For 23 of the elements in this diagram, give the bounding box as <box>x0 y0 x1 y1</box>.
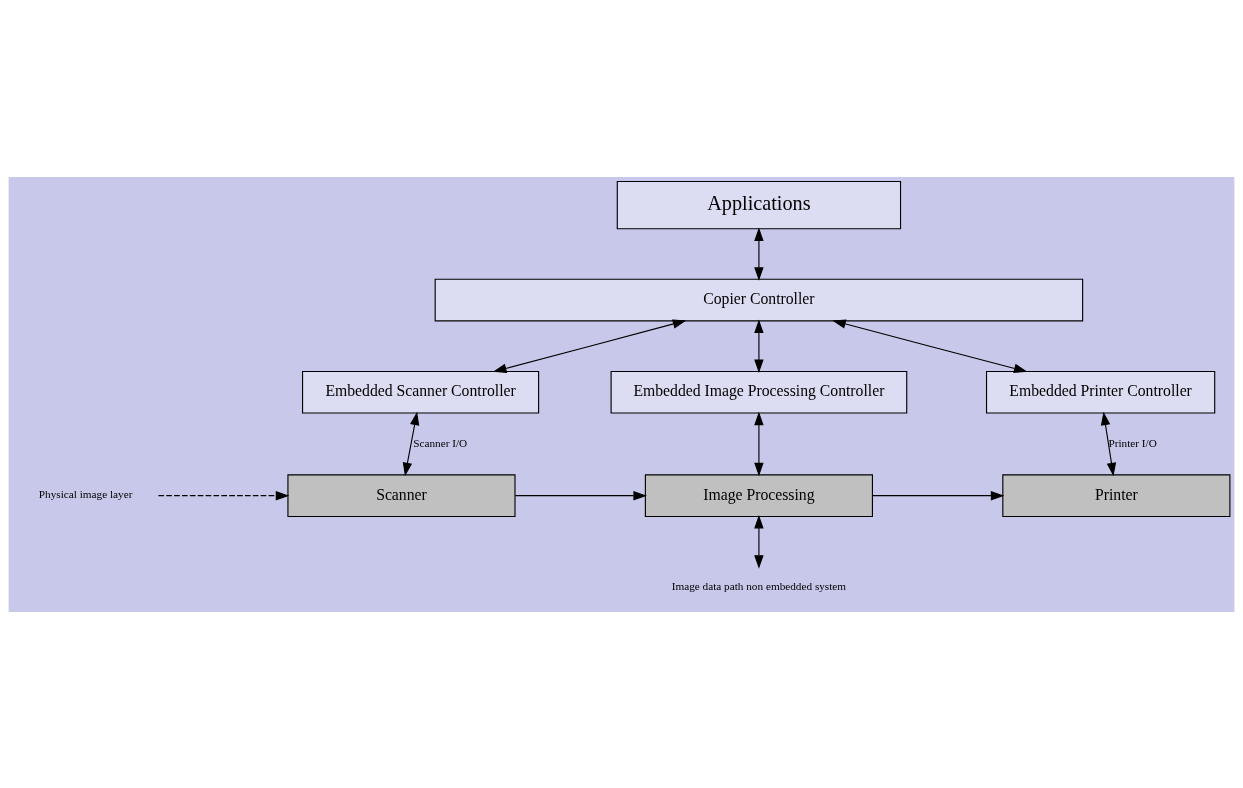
node-box: Scanner <box>287 473 516 517</box>
arrow <box>1100 411 1117 476</box>
node-box: Embedded Image Processing Controller <box>610 370 908 414</box>
edge-label: Printer I/O <box>1108 436 1157 449</box>
node-box: Image Processing <box>644 473 873 517</box>
arrow <box>872 490 1005 500</box>
node-box: Copier Controller <box>434 278 1084 321</box>
arrow <box>754 226 764 281</box>
arrow <box>402 411 420 476</box>
arrow <box>754 514 764 569</box>
node-box: Printer <box>1002 473 1231 517</box>
node-box: Embedded Printer Controller <box>985 370 1216 414</box>
arrow <box>514 490 647 500</box>
node-text: Physical image layer <box>38 487 133 500</box>
arrow <box>832 318 1028 373</box>
node-box: Applications <box>616 180 902 229</box>
edge-label: Scanner I/O <box>413 436 468 449</box>
node-box: Embedded Scanner Controller <box>302 370 540 414</box>
arrow <box>157 490 290 500</box>
arrow <box>754 318 764 373</box>
node-text: Image data path non embedded system <box>671 579 847 592</box>
arrow <box>493 318 687 373</box>
arrow <box>754 411 764 476</box>
